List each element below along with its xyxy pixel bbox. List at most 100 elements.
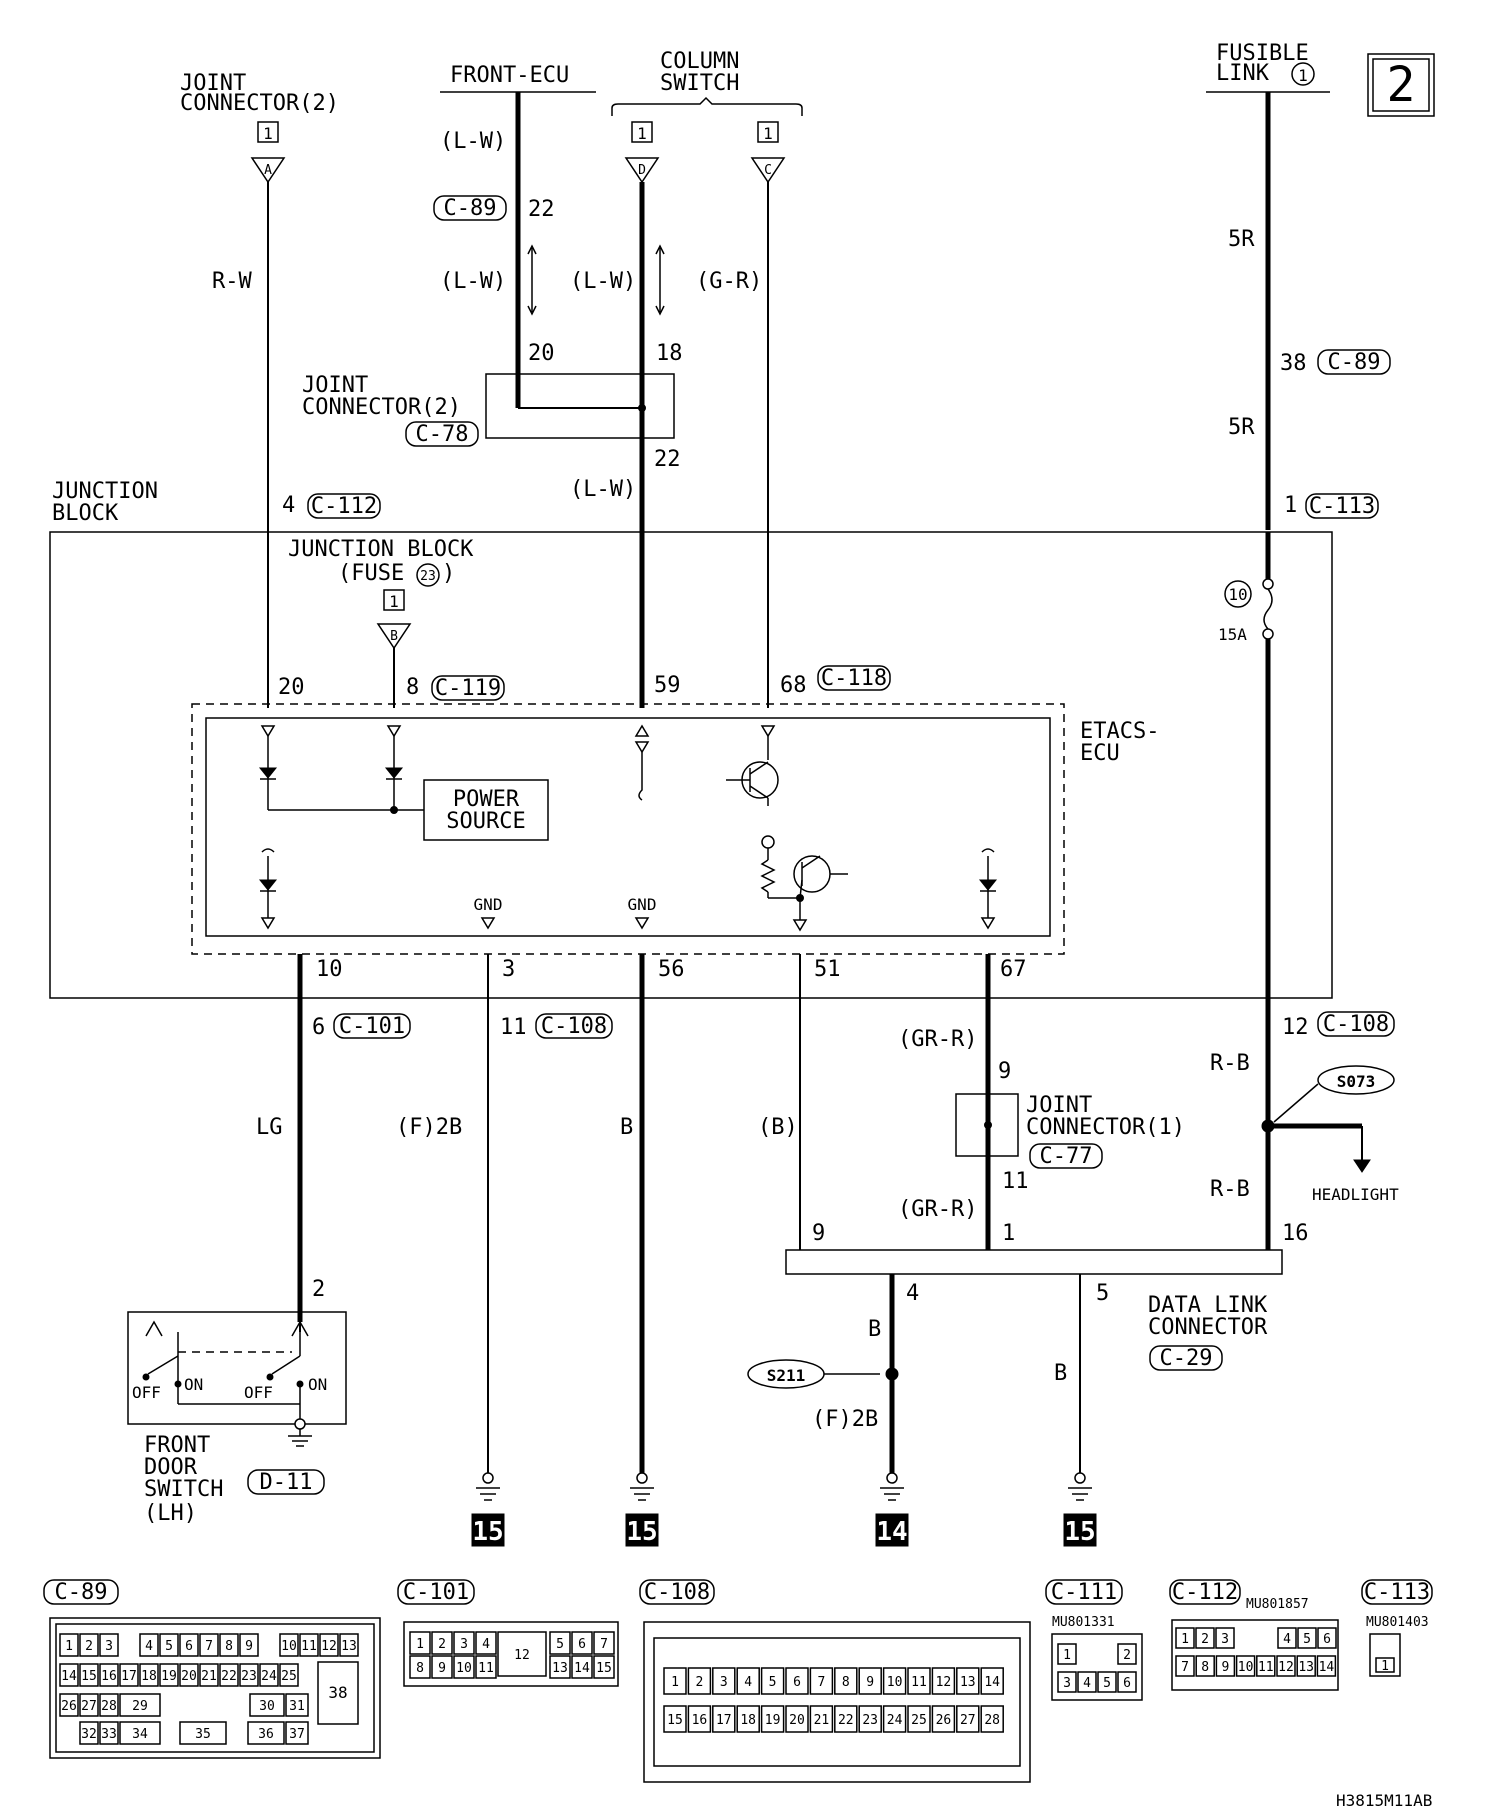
svg-text:S073: S073 xyxy=(1337,1072,1376,1091)
c89-pin-cell xyxy=(199,1633,219,1657)
column-switch-label-2: SWITCH xyxy=(660,71,739,96)
c108-pin-label: 12 xyxy=(936,1675,952,1690)
c112-pin-label: 3 xyxy=(1221,1632,1229,1647)
c108-pin-label: 13 xyxy=(960,1675,976,1690)
c89-pin-cell xyxy=(99,1663,119,1687)
splice-s073 xyxy=(1317,1065,1395,1095)
c89-pin-cell xyxy=(239,1663,259,1687)
input-triangle-d xyxy=(624,157,660,184)
c111-pin-label: 5 xyxy=(1103,1676,1111,1691)
c108-pin-cell xyxy=(712,1705,736,1733)
c112-pin-label: 7 xyxy=(1181,1660,1189,1675)
c101-pin-label: 9 xyxy=(438,1661,446,1676)
c108-pin-cell xyxy=(712,1667,736,1695)
column-switch-bracket xyxy=(611,96,803,116)
drawing-code: H3815M11AB xyxy=(1336,1791,1432,1810)
c101-pin-cell xyxy=(475,1655,497,1679)
c108-pin-label: 20 xyxy=(789,1713,805,1728)
c89-pin-label: 24 xyxy=(261,1669,277,1684)
connector-c108-a: C-108 xyxy=(541,1014,607,1039)
svg-text:15: 15 xyxy=(1064,1517,1095,1547)
svg-text:FRONT: FRONT xyxy=(144,1433,210,1458)
svg-text:(GR-R): (GR-R) xyxy=(898,1197,977,1222)
svg-text:OFF: OFF xyxy=(132,1383,161,1402)
c112-pin-cell xyxy=(1256,1655,1276,1677)
c112-pin-label: 6 xyxy=(1323,1632,1331,1647)
page-ref-d: 1 xyxy=(637,124,647,143)
c89-pin-cell xyxy=(247,1721,285,1745)
connector-c119: C-119 xyxy=(435,676,501,701)
c112-pin-label: 4 xyxy=(1283,1632,1291,1647)
svg-text:11: 11 xyxy=(1002,1169,1029,1194)
svg-text:LG: LG xyxy=(256,1115,283,1140)
c89-pin-cell xyxy=(79,1721,99,1745)
svg-text:SWITCH: SWITCH xyxy=(144,1477,223,1502)
svg-text:9: 9 xyxy=(998,1059,1011,1084)
c108-pin-label: 17 xyxy=(716,1713,732,1728)
c111-pin-cell xyxy=(1057,1671,1077,1693)
c112-pin-label: 11 xyxy=(1258,1660,1274,1675)
svg-text:B: B xyxy=(620,1115,633,1140)
svg-text:18: 18 xyxy=(656,341,683,366)
svg-text:R-B: R-B xyxy=(1210,1177,1250,1202)
c108-pin-label: 1 xyxy=(671,1675,679,1690)
svg-text:2: 2 xyxy=(312,1277,325,1302)
svg-text:CONNECTOR(2): CONNECTOR(2) xyxy=(302,395,461,420)
c112-pin-label: 1 xyxy=(1181,1632,1189,1647)
c112-pin-label: 13 xyxy=(1298,1660,1314,1675)
connector-c89-a: C-89 xyxy=(444,196,497,221)
front-door-switch xyxy=(127,1311,347,1425)
svg-text:(F)2B: (F)2B xyxy=(812,1407,878,1432)
c112-pin-cell xyxy=(1215,1655,1236,1677)
c101-pin-label: 13 xyxy=(552,1661,568,1676)
svg-text:15: 15 xyxy=(626,1517,657,1547)
c89-pin-label: 29 xyxy=(132,1699,148,1714)
c108-pin-cell xyxy=(956,1667,980,1695)
c108-pin-cell xyxy=(736,1667,760,1695)
c89-pin-label: 2 xyxy=(85,1639,93,1654)
c112-pin-cell xyxy=(1297,1627,1317,1649)
svg-text:59: 59 xyxy=(654,673,681,698)
c89-pin-cell xyxy=(179,1721,227,1745)
svg-text:R-W: R-W xyxy=(212,269,252,294)
junction-block xyxy=(49,531,1333,999)
connector-d11: D-11 xyxy=(260,1470,313,1495)
svg-text:16: 16 xyxy=(1282,1221,1309,1246)
svg-text:6: 6 xyxy=(312,1015,325,1040)
svg-text:20: 20 xyxy=(278,675,305,700)
c89-pin-label: 37 xyxy=(289,1727,305,1742)
svg-text:38: 38 xyxy=(328,1683,347,1702)
c112-pin-cell xyxy=(1195,1655,1215,1677)
connector-c89-b: C-89 xyxy=(1328,350,1381,375)
svg-text:1: 1 xyxy=(1284,493,1297,518)
c89-pin-label: 10 xyxy=(281,1639,297,1654)
data-link-connector xyxy=(785,1249,1283,1275)
c89-pin-label: 1 xyxy=(65,1639,73,1654)
ground-15-b: 15 xyxy=(625,1472,659,1547)
svg-text:38: 38 xyxy=(1280,351,1307,376)
fusible-link-number: 1 xyxy=(1298,66,1308,85)
c89-pin-cell xyxy=(59,1633,79,1657)
front-ecu-label: FRONT-ECU xyxy=(450,63,569,88)
c89-pin-cell xyxy=(139,1633,159,1657)
svg-text:B: B xyxy=(1054,1361,1067,1386)
page-number-box xyxy=(1367,53,1435,117)
c89-pin-cell xyxy=(285,1721,309,1745)
svg-text:51: 51 xyxy=(814,957,841,982)
c89-pin-cell xyxy=(219,1633,239,1657)
etacs-ecu-outline xyxy=(191,703,1065,955)
c101-pin-cell xyxy=(431,1655,453,1679)
c101-pin-cell xyxy=(431,1631,453,1655)
svg-text:C-89: C-89 xyxy=(55,1580,108,1605)
c89-pin-label: 21 xyxy=(201,1669,217,1684)
c89-pin-cell xyxy=(139,1663,159,1687)
svg-text:9: 9 xyxy=(812,1221,825,1246)
c89-pin-label: 22 xyxy=(221,1669,237,1684)
c89-pin-cell xyxy=(299,1633,319,1657)
connector-c77: C-77 xyxy=(1040,1144,1093,1169)
svg-text:DOOR: DOOR xyxy=(144,1455,198,1480)
c108-pin-cell xyxy=(760,1705,785,1733)
c101-pin-cell xyxy=(593,1631,615,1655)
